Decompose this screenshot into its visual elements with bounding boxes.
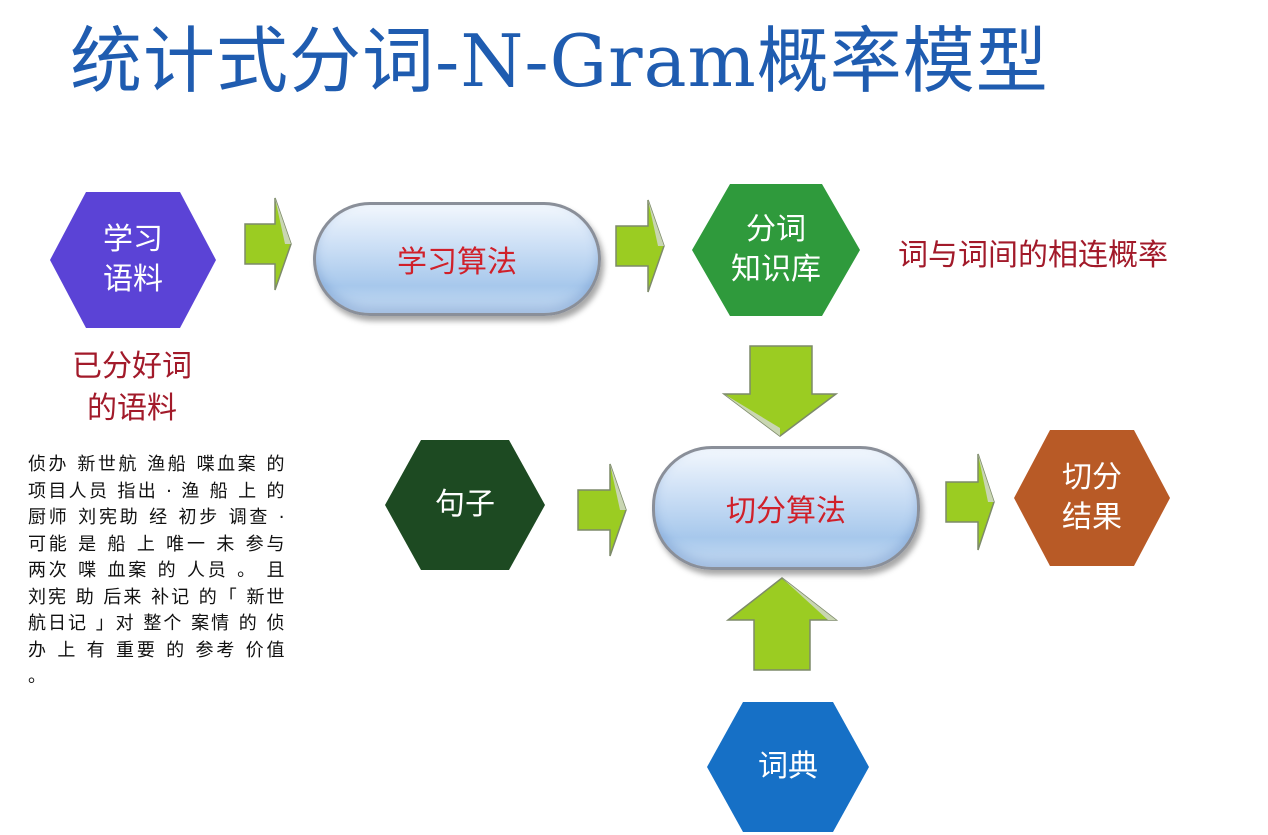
arrow-dictionary-to-segment <box>725 577 839 671</box>
connection-probability-label: 词与词间的相连概率 <box>898 238 1168 273</box>
sample-corpus-text: 侦办 新世航 渔船 喋血案 的 项目人员 指出 · 渔 船 上 的 厨师 刘宪助… <box>28 454 286 687</box>
page-title: 统计式分词-N-Gram概率模型 <box>70 19 1049 103</box>
knowledge-base-hexagon <box>692 184 860 316</box>
learning-corpus-hexagon <box>50 192 216 328</box>
arrow-segment-to-result <box>945 453 995 551</box>
sentence-hexagon <box>385 440 545 570</box>
segment-algorithm-label: 切分算法 <box>726 494 846 529</box>
arrow-sentence-to-segment <box>577 463 627 557</box>
segmented-corpus-label: 已分好词 的语料 <box>72 349 192 426</box>
learning-corpus-label: 学习 语料 <box>103 222 163 297</box>
sentence-label: 句子 <box>435 487 495 522</box>
arrow-corpus-to-learning <box>244 197 292 291</box>
segment-result-hexagon <box>1014 430 1170 566</box>
arrow-learning-to-knowledge <box>615 199 665 293</box>
dictionary-hexagon <box>707 702 869 832</box>
knowledge-base-label: 分词 知识库 <box>731 212 821 287</box>
learning-algorithm-label: 学习算法 <box>397 245 517 280</box>
segment-result-label: 切分 结果 <box>1062 460 1122 535</box>
dictionary-label: 词典 <box>758 749 818 784</box>
learning-algorithm-pill: 学习算法 <box>313 202 601 316</box>
segment-algorithm-pill: 切分算法 <box>652 446 920 570</box>
arrow-knowledge-to-segment <box>721 345 839 437</box>
